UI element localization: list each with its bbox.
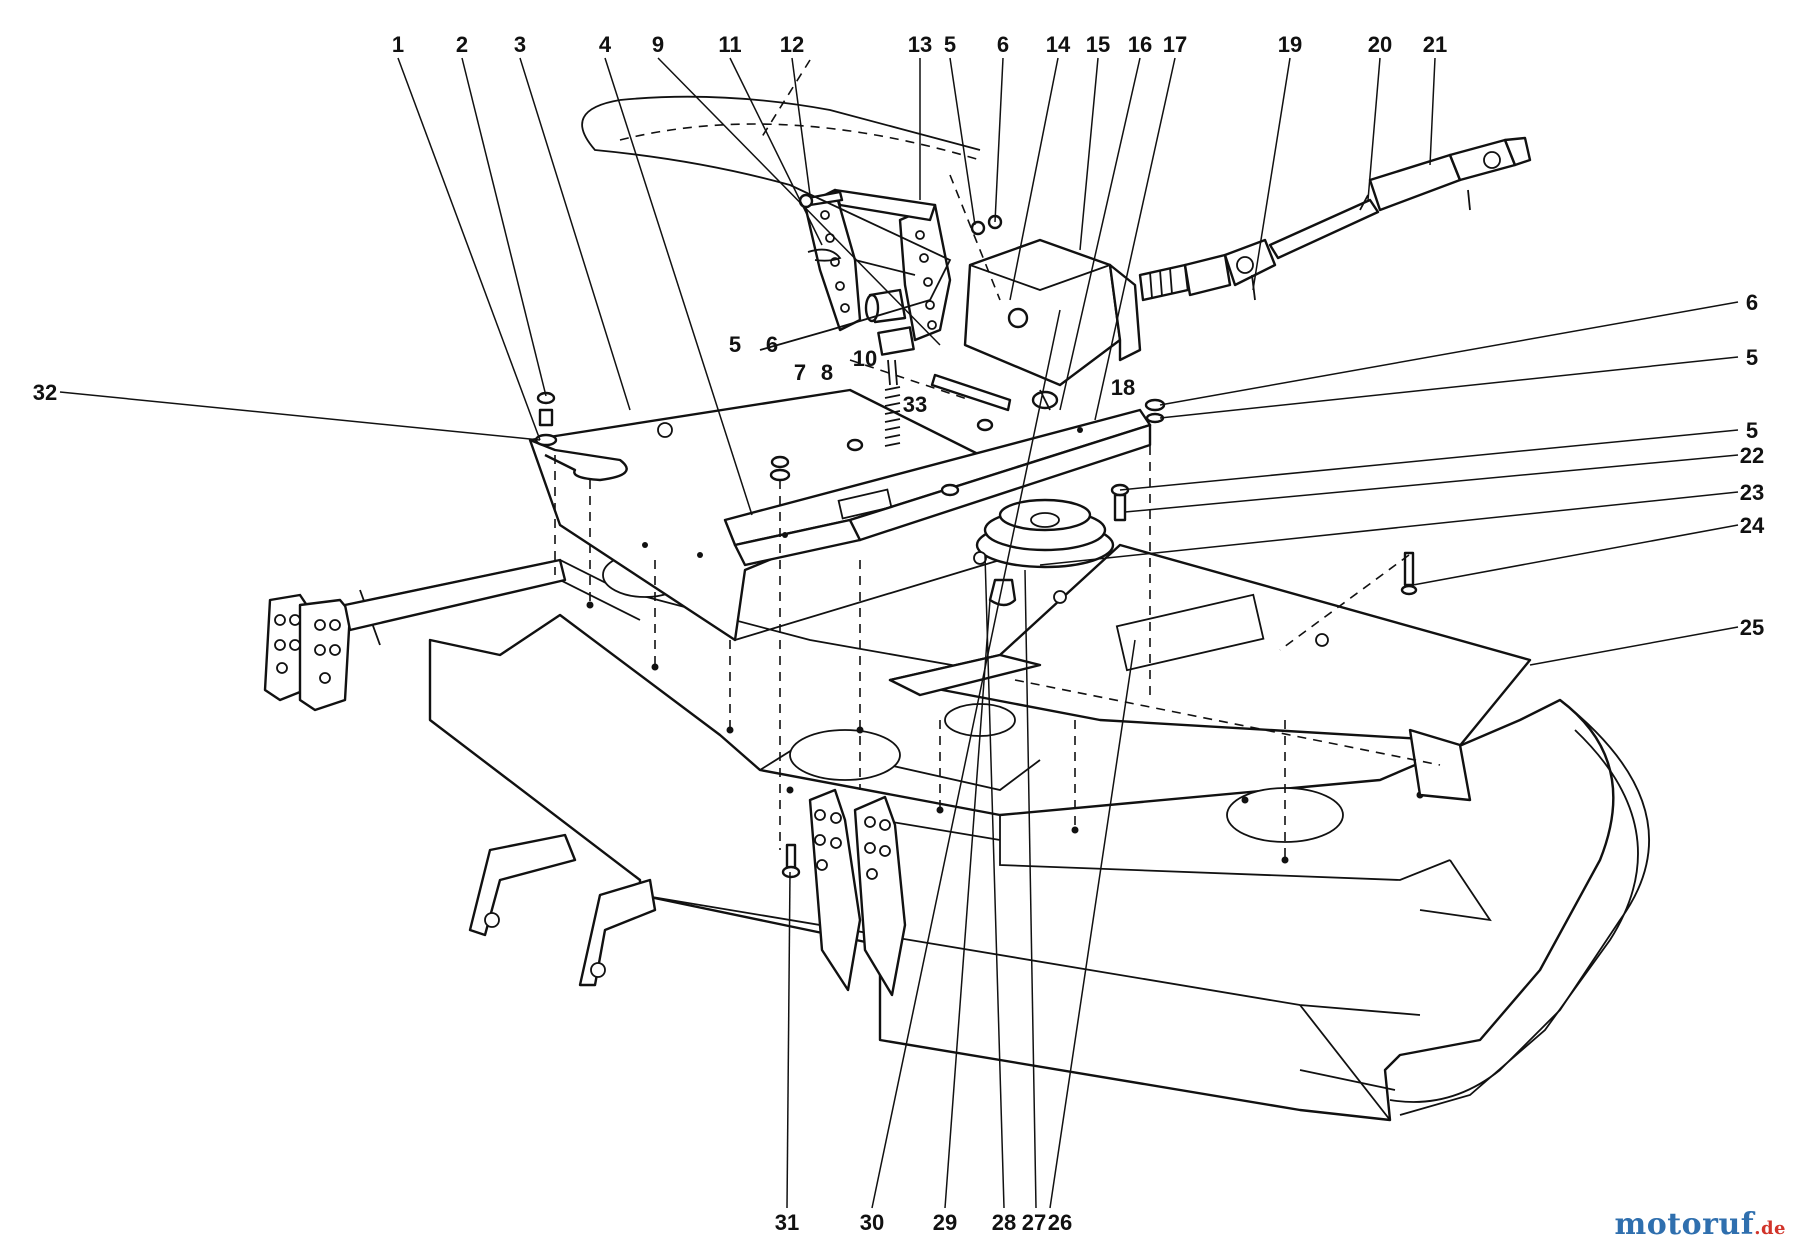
watermark-brand: motoruf bbox=[1614, 1207, 1755, 1242]
callout-10: 10 bbox=[853, 346, 877, 371]
callout-25: 25 bbox=[1740, 615, 1764, 640]
callout-20: 20 bbox=[1368, 32, 1392, 57]
mower-deck bbox=[344, 552, 1650, 1122]
callout-22: 22 bbox=[1740, 443, 1764, 468]
callout-5a: 5 bbox=[944, 32, 956, 57]
callout-5b: 5 bbox=[729, 332, 741, 357]
watermark-suffix: .de bbox=[1754, 1218, 1786, 1239]
leader-lines bbox=[59, 57, 1739, 1209]
callout-32: 32 bbox=[33, 380, 57, 405]
callout-2: 2 bbox=[456, 32, 468, 57]
callout-3: 3 bbox=[514, 32, 526, 57]
callout-13: 13 bbox=[908, 32, 932, 57]
callout-26: 26 bbox=[1048, 1210, 1072, 1235]
callout-28: 28 bbox=[992, 1210, 1016, 1235]
callout-31: 31 bbox=[775, 1210, 799, 1235]
callout-5c: 5 bbox=[1746, 345, 1758, 370]
callout-6a: 6 bbox=[997, 32, 1009, 57]
callout-6c: 6 bbox=[1746, 290, 1758, 315]
front-hanger-brackets bbox=[263, 558, 907, 997]
callout-14: 14 bbox=[1046, 32, 1071, 57]
callout-21: 21 bbox=[1423, 32, 1447, 57]
callout-30: 30 bbox=[860, 1210, 884, 1235]
callout-5d: 5 bbox=[1746, 418, 1758, 443]
callout-9: 9 bbox=[652, 32, 664, 57]
callout-19: 19 bbox=[1278, 32, 1302, 57]
callout-27: 27 bbox=[1022, 1210, 1046, 1235]
callout-6b: 6 bbox=[766, 332, 778, 357]
callout-24: 24 bbox=[1740, 513, 1765, 538]
watermark-logo: motoruf.de bbox=[1615, 1207, 1786, 1242]
callout-numbers: 1 2 3 4 9 11 12 13 5 6 14 15 16 17 19 20… bbox=[33, 32, 1765, 1235]
callout-16: 16 bbox=[1128, 32, 1152, 57]
lift-bracket bbox=[798, 188, 1012, 447]
callout-23: 23 bbox=[1740, 480, 1764, 505]
assembly-guides bbox=[554, 59, 1410, 860]
gearbox bbox=[963, 238, 1190, 411]
callout-18: 18 bbox=[1111, 375, 1135, 400]
callout-17: 17 bbox=[1163, 32, 1187, 57]
drive-shaft bbox=[1183, 136, 1532, 301]
pulley-assembly bbox=[973, 498, 1115, 607]
callout-29: 29 bbox=[933, 1210, 957, 1235]
belt-shield bbox=[888, 543, 1532, 802]
callout-8: 8 bbox=[821, 360, 833, 385]
callout-15: 15 bbox=[1086, 32, 1110, 57]
callout-12: 12 bbox=[780, 32, 804, 57]
support-channel bbox=[723, 408, 1152, 567]
callout-7: 7 bbox=[794, 360, 806, 385]
callout-33: 33 bbox=[903, 392, 927, 417]
callout-4: 4 bbox=[599, 32, 612, 57]
callout-1: 1 bbox=[392, 32, 404, 57]
callout-11: 11 bbox=[718, 32, 741, 57]
